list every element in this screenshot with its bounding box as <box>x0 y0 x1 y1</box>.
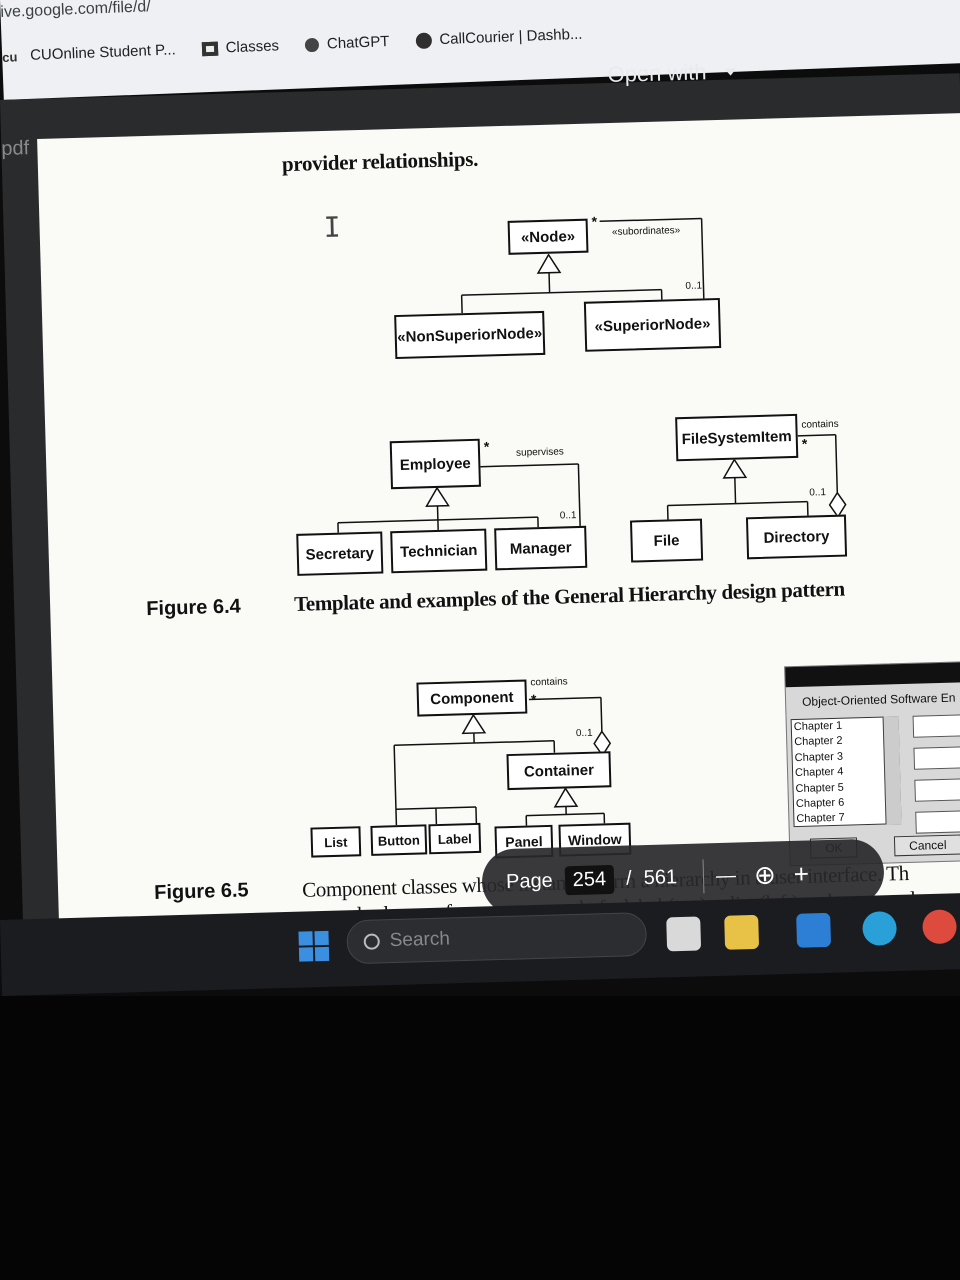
page-separator: / <box>625 866 632 890</box>
figure-number: Figure 6.5 <box>153 879 249 904</box>
uml-class-list: List <box>310 826 362 858</box>
bookmark-label: CallCourier | Dashb... <box>439 25 583 49</box>
drive-viewer: pdf Open with provider relationships. I <box>0 59 960 960</box>
zoom-icon[interactable]: ⊕ <box>753 858 777 890</box>
bookmark-callcourier[interactable]: CallCourier | Dashb... <box>415 26 583 49</box>
uml-class-component: Component <box>416 679 528 717</box>
classroom-icon <box>201 41 218 56</box>
cancel-button: Cancel <box>893 834 960 857</box>
edge-icon[interactable] <box>862 910 898 946</box>
multiplicity-01: 0..1 <box>685 280 703 292</box>
taskbar-search[interactable]: Search <box>346 911 648 965</box>
chrome-icon[interactable] <box>922 909 958 945</box>
example-dialog-image: Object-Oriented Software En Chapter 1 Ch… <box>784 659 960 867</box>
uml-class-manager: Manager <box>494 525 588 571</box>
file-type-label: pdf <box>1 137 30 160</box>
dialog-fields <box>912 712 960 843</box>
multiplicity-star: * <box>801 435 808 452</box>
chatgpt-icon <box>304 37 320 52</box>
chevron-down-icon <box>724 67 737 76</box>
multiplicity-star: * <box>591 213 598 230</box>
body-text: provider relationships. <box>281 146 479 177</box>
uml-class-file: File <box>629 518 704 563</box>
zoom-in-button[interactable]: + <box>793 857 810 889</box>
page-label: Page <box>505 869 554 893</box>
bookmark-label: Classes <box>225 37 280 57</box>
multiplicity-01: 0..1 <box>575 727 593 740</box>
address-bar[interactable]: ive.google.com/file/d/ <box>0 0 152 21</box>
divider <box>702 859 705 894</box>
page-total: 561 <box>643 865 678 889</box>
figure-number: Figure 6.4 <box>145 595 242 621</box>
search-placeholder: Search <box>389 928 451 952</box>
uml-class-superiornode: «SuperiorNode» <box>583 297 722 352</box>
text-cursor-icon: I <box>323 210 342 245</box>
uml-class-technician: Technician <box>390 528 488 574</box>
cu-logo-icon: cu <box>1 48 18 65</box>
bookmark-label: ChatGPT <box>326 33 390 53</box>
uml-class-employee: Employee <box>389 438 481 490</box>
uml-class-container: Container <box>506 751 612 791</box>
uml-class-filesystemitem: FileSystemItem <box>675 413 799 462</box>
uml-class-node: «Node» <box>507 218 589 255</box>
file-explorer-icon[interactable] <box>724 914 760 950</box>
open-with-button[interactable]: Open with <box>593 49 760 98</box>
search-icon <box>363 933 380 950</box>
figure-caption: Template and examples of the General Hie… <box>293 576 846 616</box>
bookmarks-bar: cu CUOnline Student P... Classes ChatGPT… <box>2 26 583 65</box>
multiplicity-star: * <box>483 438 490 455</box>
association-contains: contains <box>801 418 839 431</box>
mail-icon[interactable] <box>796 912 832 948</box>
bookmark-cuonline[interactable]: cu CUOnline Student P... <box>2 41 176 65</box>
multiplicity-01: 0..1 <box>809 487 827 499</box>
uml-class-secretary: Secretary <box>296 531 384 576</box>
zoom-out-button[interactable]: — <box>715 864 737 887</box>
association-contains: contains <box>530 676 568 689</box>
page-number-input[interactable]: 254 <box>564 864 615 895</box>
multiplicity-star: * <box>530 691 537 708</box>
multiplicity-01: 0..1 <box>559 510 577 522</box>
bookmark-classes[interactable]: Classes <box>201 37 279 57</box>
uml-class-button: Button <box>370 824 428 856</box>
open-with-label: Open with <box>607 59 707 88</box>
uml-class-directory: Directory <box>745 514 848 560</box>
uml-class-label: Label <box>428 822 482 855</box>
windows-start-icon[interactable] <box>298 930 330 962</box>
globe-icon <box>415 31 432 49</box>
bookmark-chatgpt[interactable]: ChatGPT <box>304 33 390 53</box>
bookmark-label: CUOnline Student P... <box>29 41 177 64</box>
uml-class-nonsuperiornode: «NonSuperiorNode» <box>394 310 546 360</box>
pdf-page[interactable]: provider relationships. I <box>37 112 960 959</box>
association-subordinates: «subordinates» <box>611 225 681 238</box>
laptop-bezel <box>0 996 960 1280</box>
association-supervises: supervises <box>515 446 565 459</box>
scrollbar <box>882 716 902 825</box>
task-view-icon[interactable] <box>666 916 702 952</box>
